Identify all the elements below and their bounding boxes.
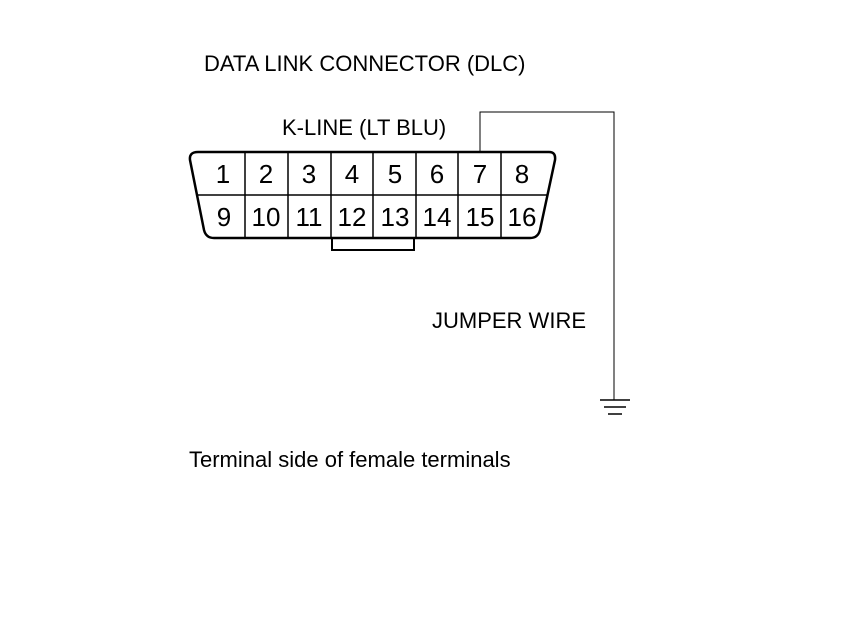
bottom-pin-row: 9 10 11 12 13 14 15 16 bbox=[217, 202, 537, 232]
pin-16: 16 bbox=[508, 202, 537, 232]
pin-9: 9 bbox=[217, 202, 231, 232]
pin-2: 2 bbox=[259, 159, 273, 189]
pin-5: 5 bbox=[388, 159, 402, 189]
pin-11: 11 bbox=[296, 202, 323, 232]
pin-1: 1 bbox=[216, 159, 230, 189]
pin-10: 10 bbox=[252, 202, 281, 232]
pin-14: 14 bbox=[423, 202, 452, 232]
pin-8: 8 bbox=[515, 159, 529, 189]
connector-body bbox=[188, 150, 557, 240]
k-line-label: K-LINE (LT BLU) bbox=[282, 115, 446, 140]
jumper-wire bbox=[479, 111, 615, 400]
top-pin-row: 1 2 3 4 5 6 7 8 bbox=[216, 159, 529, 189]
pin-13: 13 bbox=[381, 202, 410, 232]
jumper-wire-label: JUMPER WIRE bbox=[432, 308, 586, 333]
pin-7: 7 bbox=[473, 159, 487, 189]
diagram-caption: Terminal side of female terminals bbox=[189, 447, 511, 472]
pin-12-13-bridge bbox=[331, 238, 415, 251]
pin-15: 15 bbox=[466, 202, 495, 232]
diagram-title: DATA LINK CONNECTOR (DLC) bbox=[204, 51, 525, 76]
pin-6: 6 bbox=[430, 159, 444, 189]
ground-icon bbox=[600, 399, 630, 415]
pin-12: 12 bbox=[338, 202, 367, 232]
pin-3: 3 bbox=[302, 159, 316, 189]
pin-4: 4 bbox=[345, 159, 359, 189]
connector-cell-dividers bbox=[244, 152, 502, 238]
